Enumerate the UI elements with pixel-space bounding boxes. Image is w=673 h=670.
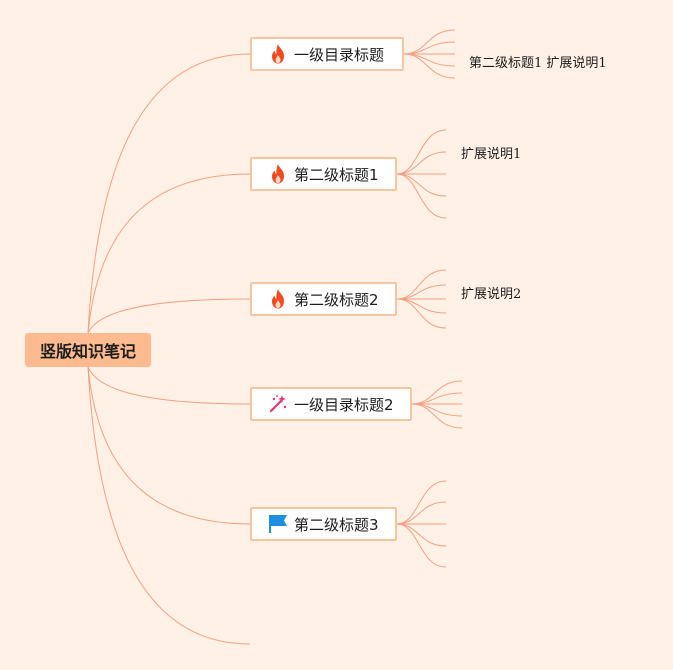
branch-topic-2[interactable]: 第二级标题1 (250, 157, 397, 191)
sub-branch-connector (411, 380, 463, 405)
branch-connector (87, 366, 251, 525)
fire-icon (268, 289, 288, 309)
sub-branch-connector (396, 480, 447, 525)
branch-topic-5[interactable]: 第二级标题3 (250, 507, 397, 541)
branch-label: 第二级标题3 (294, 515, 379, 534)
sub-branch-connector (396, 269, 447, 300)
sub-branch-connector (411, 392, 463, 405)
branch-connector (87, 366, 251, 645)
sub-branch-connector (396, 523, 447, 547)
sub-branch-connector (396, 151, 447, 175)
branch-topic-3[interactable]: 第二级标题2 (250, 282, 397, 316)
branch-topic-4[interactable]: 一级目录标题2 (250, 387, 412, 421)
sub-branch-connector (396, 501, 447, 525)
sub-branch-connector (396, 298, 447, 314)
branch-note-2: 扩展说明1 (461, 147, 522, 162)
branch-label: 第二级标题1 (294, 165, 379, 184)
branch-note-1: 第二级标题1 扩展说明1 (469, 56, 607, 71)
branch-connector (87, 53, 251, 334)
root-topic-label: 竖版知识笔记 (39, 342, 136, 361)
branch-note-3: 扩展说明2 (461, 287, 522, 302)
branch-label: 一级目录标题 (294, 45, 385, 64)
sub-branch-connector (411, 403, 463, 417)
fire-icon (268, 164, 288, 184)
flag-icon (268, 514, 288, 534)
magic-wand-icon (268, 394, 288, 414)
sub-branch-connector (403, 53, 456, 67)
sub-branch-connector (396, 129, 447, 175)
branch-label: 一级目录标题2 (294, 395, 394, 414)
sub-branch-connector (403, 41, 456, 55)
fire-icon (268, 44, 288, 64)
branch-connector (87, 366, 251, 405)
sub-branch-connector (396, 523, 447, 568)
sub-branch-connector (396, 173, 447, 219)
branch-label: 第二级标题2 (294, 290, 379, 309)
sub-branch-connector (403, 53, 456, 79)
sub-branch-connector (396, 284, 447, 300)
sub-branch-connector (396, 173, 447, 197)
branch-connector (87, 173, 251, 334)
root-topic[interactable]: 竖版知识笔记 (25, 333, 151, 367)
branch-connector (87, 298, 251, 334)
branch-topic-1[interactable]: 一级目录标题 (250, 37, 404, 71)
sub-branch-connector (396, 298, 447, 329)
sub-branch-connector (411, 403, 463, 429)
